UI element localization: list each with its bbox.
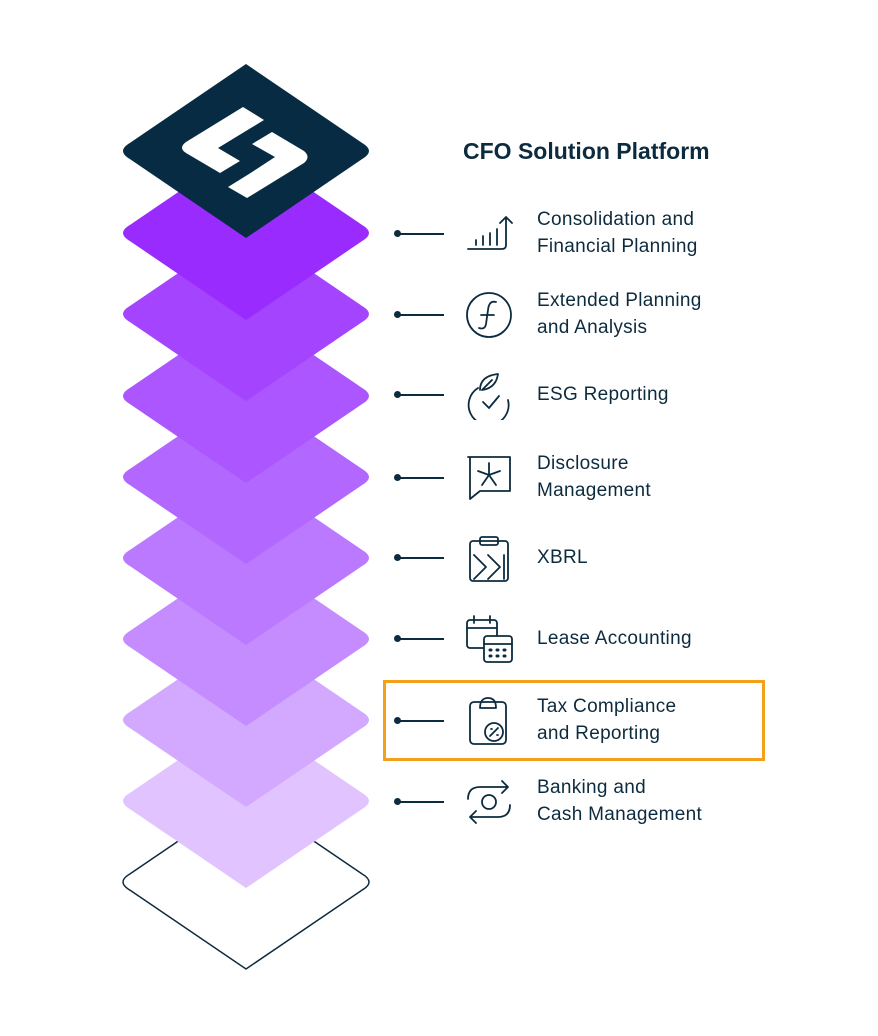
item-label-line1: ESG Reporting bbox=[537, 383, 669, 405]
highlight-box bbox=[383, 680, 765, 761]
platform-item: Banking and Cash Management bbox=[390, 771, 750, 831]
item-label: ESG Reporting bbox=[537, 364, 669, 424]
item-label-line1: Tax Compliance bbox=[537, 696, 677, 717]
item-label-line2: Cash Management bbox=[537, 804, 703, 825]
calendar-calculator-icon bbox=[466, 615, 513, 663]
connector-line bbox=[398, 394, 444, 396]
connector-dot bbox=[394, 391, 401, 398]
item-label-line1: Lease Accounting bbox=[537, 627, 692, 649]
connector-dot bbox=[394, 717, 401, 724]
item-label: Banking and Cash Management bbox=[537, 771, 702, 831]
connector-line bbox=[398, 720, 444, 722]
item-label-line2: Management bbox=[537, 480, 651, 501]
item-label: Extended Planning and Analysis bbox=[537, 284, 702, 344]
item-label-line2: Financial Planning bbox=[537, 236, 698, 257]
item-label: Tax Compliance and Reporting bbox=[537, 690, 676, 750]
connector-dot bbox=[394, 230, 401, 237]
item-label-line1: XBRL bbox=[537, 546, 588, 568]
leaf-check-icon bbox=[467, 373, 510, 420]
item-label-line2: and Analysis bbox=[537, 317, 648, 338]
clipboard-percent-icon bbox=[469, 697, 507, 745]
diagram-title: CFO Solution Platform bbox=[463, 138, 710, 164]
chat-asterisk-icon bbox=[467, 456, 511, 500]
connector-line bbox=[398, 638, 444, 640]
item-label-line2: and Reporting bbox=[537, 723, 661, 744]
item-label: Consolidation and Financial Planning bbox=[537, 203, 698, 263]
connector-line bbox=[398, 557, 444, 559]
platform-item: Consolidation and Financial Planning bbox=[390, 203, 750, 263]
connector-line bbox=[398, 233, 444, 235]
connector-dot bbox=[394, 554, 401, 561]
clipboard-xbrl-icon bbox=[469, 536, 509, 582]
chart-growth-icon bbox=[467, 216, 513, 250]
platform-item: Tax Compliance and Reporting bbox=[390, 690, 750, 750]
platform-item: XBRL bbox=[390, 527, 750, 587]
connector-dot bbox=[394, 474, 401, 481]
platform-item: ESG Reporting bbox=[390, 364, 750, 424]
platform-item: Disclosure Management bbox=[390, 447, 750, 507]
item-label: Disclosure Management bbox=[537, 447, 651, 507]
connector-line bbox=[398, 477, 444, 479]
logo-layer bbox=[123, 64, 369, 238]
brand-logo-icon bbox=[182, 107, 308, 198]
connector-dot bbox=[394, 798, 401, 805]
exchange-coin-icon bbox=[467, 780, 511, 824]
connector-dot bbox=[394, 311, 401, 318]
item-label: XBRL bbox=[537, 527, 588, 587]
item-label: Lease Accounting bbox=[537, 608, 692, 668]
connector-line bbox=[398, 801, 444, 803]
connector-line bbox=[398, 314, 444, 316]
platform-item: Extended Planning and Analysis bbox=[390, 284, 750, 344]
item-label-line1: Disclosure bbox=[537, 453, 629, 474]
platform-item: Lease Accounting bbox=[390, 608, 750, 668]
function-icon bbox=[466, 292, 512, 338]
item-label-line1: Consolidation and bbox=[537, 209, 695, 230]
item-label-line1: Banking and bbox=[537, 777, 646, 798]
connector-dot bbox=[394, 635, 401, 642]
item-label-line1: Extended Planning bbox=[537, 290, 702, 311]
